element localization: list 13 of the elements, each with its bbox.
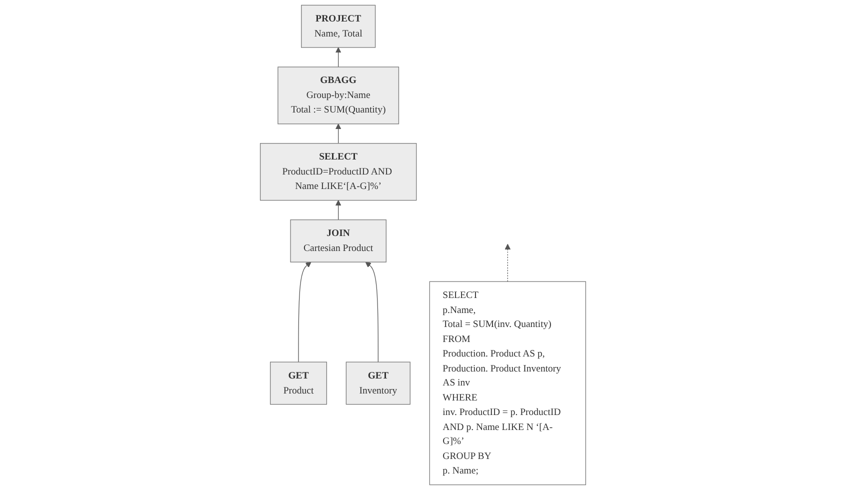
arrow: [335, 200, 342, 220]
node-box: PROJECT Name, Total: [301, 4, 376, 48]
arrow: [504, 244, 511, 282]
node-box: SELECT ProductID=ProductID AND Name LIKE‘[A-G]%’: [260, 143, 417, 201]
node-box: SELECT p.Name, Total = SUM(inv. Quantity) FROM Production. Product AS p, Production. Product Inventory AS inv WHERE inv. ProductID = p. ProductID AND p. Name LIKE N ‘[A-G]%’ GROUP BY p. Name;: [429, 281, 586, 486]
node-box: JOIN Cartesian Product: [290, 219, 386, 262]
arrow: [335, 47, 342, 68]
node-box: GET Inventory: [346, 362, 410, 405]
node-box: GBAGG Group-by:Name Total := SUM(Quantity): [278, 66, 400, 124]
arrow: [365, 262, 378, 362]
arrow: [298, 262, 312, 362]
arrow: [335, 124, 342, 144]
node-box: GET Product: [270, 362, 327, 405]
